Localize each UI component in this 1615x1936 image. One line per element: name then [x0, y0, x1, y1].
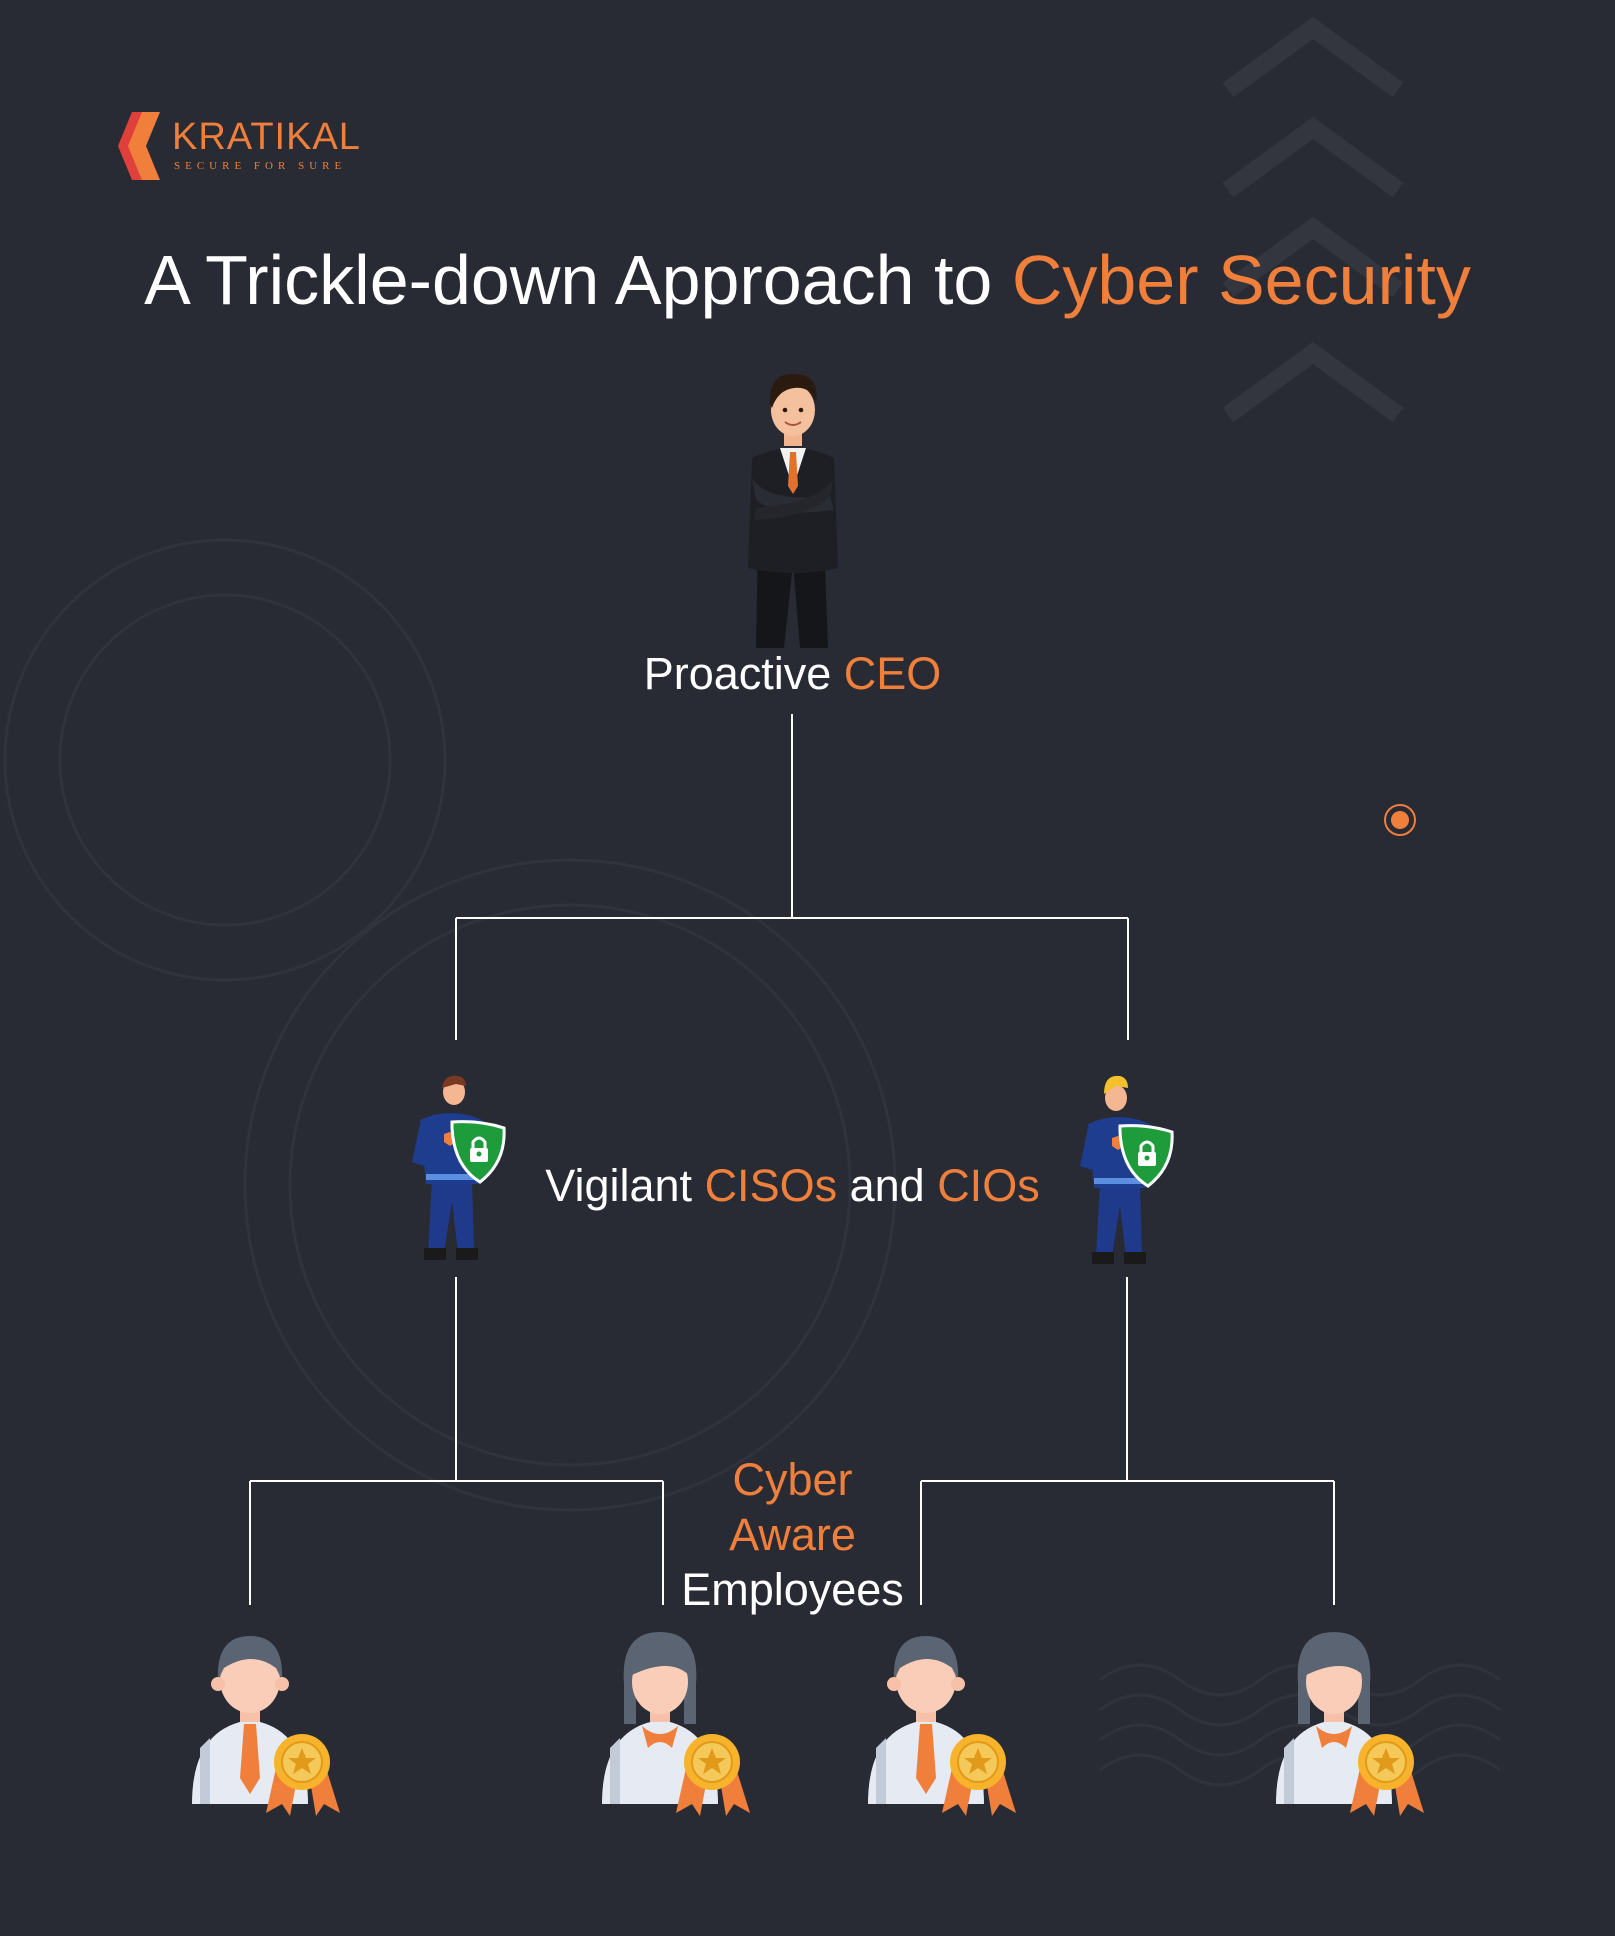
- employees-label-line-2: Aware: [729, 1509, 856, 1560]
- employees-label-line-1: Cyber: [732, 1454, 853, 1505]
- employees-label-line-3: Employees: [681, 1564, 904, 1615]
- target-dot-icon: [1384, 804, 1416, 836]
- chevron-up-icon: [1222, 16, 1404, 98]
- chevron-up-icon: [1222, 216, 1404, 298]
- employees-label: Cyber Aware Employees: [660, 1452, 925, 1617]
- title-part-1: A Trickle-down Approach to: [144, 241, 1012, 319]
- title-part-2: Cyber Security: [1011, 241, 1471, 319]
- ceo-businessman-icon: [748, 373, 838, 648]
- page-title: A Trickle-down Approach to Cyber Securit…: [0, 240, 1615, 320]
- brand-tagline: SECURE FOR SURE: [174, 160, 347, 172]
- leaders-label: Vigilant CISOs and CIOs: [520, 1160, 1065, 1212]
- leaders-label-and: and: [837, 1160, 938, 1211]
- chevron-up-icon: [1222, 341, 1404, 423]
- chevron-up-icon: [1222, 116, 1404, 198]
- leaders-label-cios: CIOs: [937, 1160, 1040, 1211]
- kratikal-logo-icon: [118, 112, 160, 180]
- kratikal-logo: KRATIKAL SECURE FOR SURE: [118, 112, 361, 184]
- employee-award-icon: [602, 1632, 750, 1816]
- leaders-label-prefix: Vigilant: [545, 1160, 705, 1211]
- employee-award-icon: [1276, 1632, 1424, 1816]
- employee-award-icon: [192, 1636, 340, 1816]
- ceo-label-prefix: Proactive: [643, 648, 844, 699]
- ceo-label: Proactive CEO: [540, 648, 1045, 700]
- brand-name: KRATIKAL: [172, 116, 361, 158]
- leaders-label-cisos: CISOs: [704, 1160, 838, 1211]
- ciso-security-guard-icon: [412, 1075, 506, 1260]
- cio-security-guard-icon: [1080, 1075, 1174, 1264]
- ceo-label-highlight: CEO: [843, 648, 942, 699]
- employee-award-icon: [868, 1636, 1016, 1816]
